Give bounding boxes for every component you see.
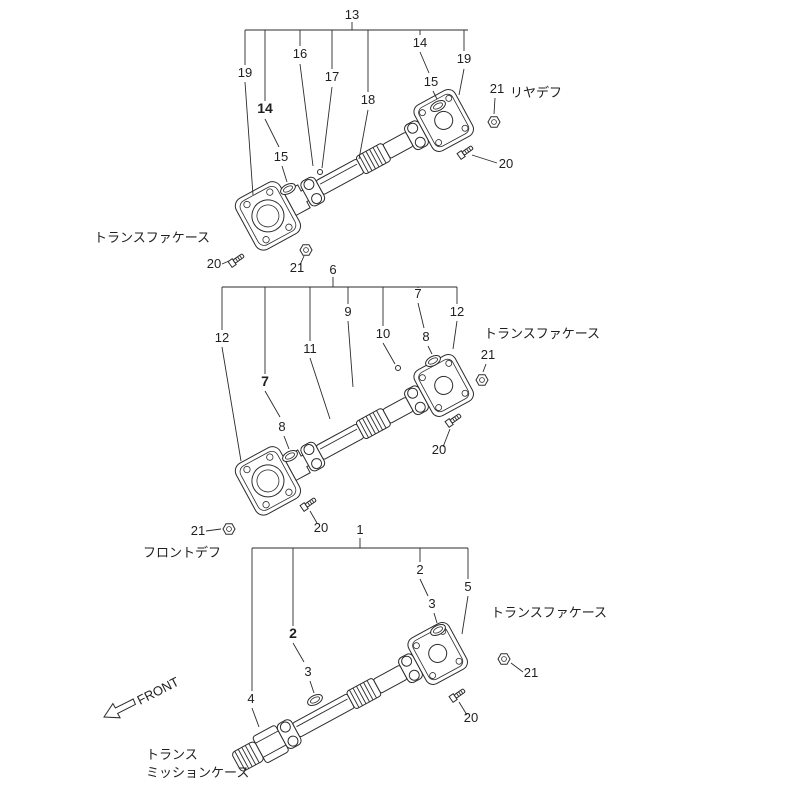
callout-15-left: 15 xyxy=(274,149,288,164)
callout-19-right: 19 xyxy=(457,51,471,66)
bracket-line xyxy=(244,22,468,101)
callout-18: 18 xyxy=(361,92,375,107)
callout-7-right: 7 xyxy=(414,286,421,301)
callout-10: 10 xyxy=(376,326,390,341)
bolt-part xyxy=(444,411,463,428)
callout-20-right: 20 xyxy=(499,156,513,171)
callout-12-left: 12 xyxy=(215,330,229,345)
bolt-part xyxy=(227,251,246,268)
callout-21-left: 21 xyxy=(290,260,304,275)
center-propeller-shaft-section: 1 4 2 3 2 3 5 21 20 トランスファケース トランス ミッション… xyxy=(146,522,607,787)
bolt-part xyxy=(299,495,318,512)
leader-line xyxy=(205,302,487,532)
callout-11: 11 xyxy=(303,341,317,356)
callout-20: 20 xyxy=(464,710,478,725)
callout-9: 9 xyxy=(344,304,351,319)
callout-2-left: 2 xyxy=(289,625,297,641)
callout-21-right: 21 xyxy=(481,347,495,362)
leader-line xyxy=(251,578,524,728)
label-transfer-case-rear: トランスファケース xyxy=(94,230,210,245)
bolt-part xyxy=(456,143,475,160)
callout-7-left: 7 xyxy=(261,373,269,389)
callout-21: 21 xyxy=(524,665,538,680)
nut-part xyxy=(487,116,501,128)
front-arrow-icon xyxy=(103,698,137,719)
callout-8-left: 8 xyxy=(278,419,285,434)
callout-21-right: 21 xyxy=(490,81,504,96)
callout-19-left: 19 xyxy=(238,65,252,80)
callout-17: 17 xyxy=(325,69,339,84)
callout-16: 16 xyxy=(293,46,307,61)
callout-15-right: 15 xyxy=(424,74,438,89)
nut-part xyxy=(222,523,236,535)
callout-13: 13 xyxy=(345,7,359,22)
callout-21-left: 21 xyxy=(191,523,205,538)
rear-propeller-shaft-section: 13 19 14 15 16 17 18 14 15 19 21 20 20 2… xyxy=(94,7,562,275)
callout-1: 1 xyxy=(356,522,363,537)
callout-8-right: 8 xyxy=(422,329,429,344)
label-rear-diff: リヤデフ xyxy=(510,85,562,100)
nut-part xyxy=(497,653,511,665)
front-propeller-shaft-section: 6 12 7 8 11 9 10 7 8 12 21 20 20 21 トランス… xyxy=(143,262,600,560)
label-transfer-case-bottom: トランスファケース xyxy=(491,605,607,620)
callout-20-left: 20 xyxy=(207,256,221,271)
label-front: FRONT xyxy=(135,674,182,708)
nut-part xyxy=(299,244,313,256)
callout-3-right: 3 xyxy=(428,596,435,611)
grease-fitting-part xyxy=(317,169,323,175)
label-transfer-case-middle: トランスファケース xyxy=(484,326,600,341)
callout-20-left: 20 xyxy=(314,520,328,535)
leader-line xyxy=(221,51,498,266)
callout-2-right: 2 xyxy=(416,562,423,577)
label-transmission-case-line2: ミッションケース xyxy=(146,765,249,780)
bracket-line xyxy=(251,538,469,691)
front-direction-marker: FRONT xyxy=(103,674,182,719)
center-shaft-drawing xyxy=(223,619,471,787)
callout-14-left: 14 xyxy=(257,100,273,116)
nut-part xyxy=(475,374,489,386)
callout-12-right: 12 xyxy=(450,304,464,319)
callout-20-right: 20 xyxy=(432,442,446,457)
front-shaft-drawing xyxy=(231,348,479,519)
label-front-diff: フロントデフ xyxy=(143,545,221,560)
callout-14-right: 14 xyxy=(413,35,427,50)
snap-ring-part xyxy=(305,691,325,709)
callout-6: 6 xyxy=(329,262,336,277)
callout-3-left: 3 xyxy=(304,664,311,679)
callout-5: 5 xyxy=(464,579,471,594)
callout-4: 4 xyxy=(247,691,254,706)
bolt-part xyxy=(448,686,467,703)
grease-fitting-part xyxy=(395,365,401,371)
label-transmission-case-line1: トランス xyxy=(146,747,198,762)
bracket-line xyxy=(221,277,458,374)
